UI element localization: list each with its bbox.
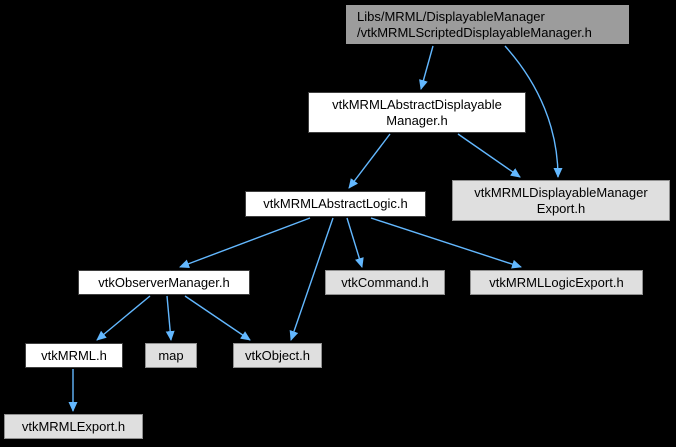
edge-root-to-displayable-manager-export — [504, 45, 563, 178]
node-map: map — [145, 343, 197, 368]
node-mrml-export: vtkMRMLExport.h — [4, 414, 143, 439]
node-displayable-manager-export: vtkMRMLDisplayableManager Export.h — [452, 180, 670, 221]
edge-abstract-logic-to-object — [289, 217, 334, 341]
edge-observer-manager-to-map — [165, 295, 175, 341]
node-abstract-logic[interactable]: vtkMRMLAbstractLogic.h — [245, 191, 426, 217]
node-scripted-displayable-manager: Libs/MRML/DisplayableManager /vtkMRMLScr… — [345, 4, 630, 45]
node-observer-manager[interactable]: vtkObserverManager.h — [78, 270, 250, 295]
edge-root-to-abstract-displayable-manager — [419, 45, 434, 90]
edge-abstract-displayable-manager-to-abstract-logic — [348, 133, 391, 189]
node-command: vtkCommand.h — [325, 270, 445, 295]
edge-abstract-logic-to-observer-manager — [179, 217, 311, 269]
edge-observer-manager-to-object — [184, 295, 251, 341]
node-abstract-displayable-manager[interactable]: vtkMRMLAbstractDisplayable Manager.h — [308, 92, 526, 133]
node-mrml[interactable]: vtkMRML.h — [25, 343, 123, 368]
edge-observer-manager-to-mrml — [96, 295, 151, 341]
edge-abstract-logic-to-command — [346, 217, 364, 268]
edge-abstract-displayable-manager-to-displayable-manager-export — [457, 133, 521, 178]
node-object: vtkObject.h — [233, 343, 322, 368]
edge-abstract-logic-to-logic-export — [370, 217, 522, 269]
node-logic-export: vtkMRMLLogicExport.h — [470, 270, 643, 295]
